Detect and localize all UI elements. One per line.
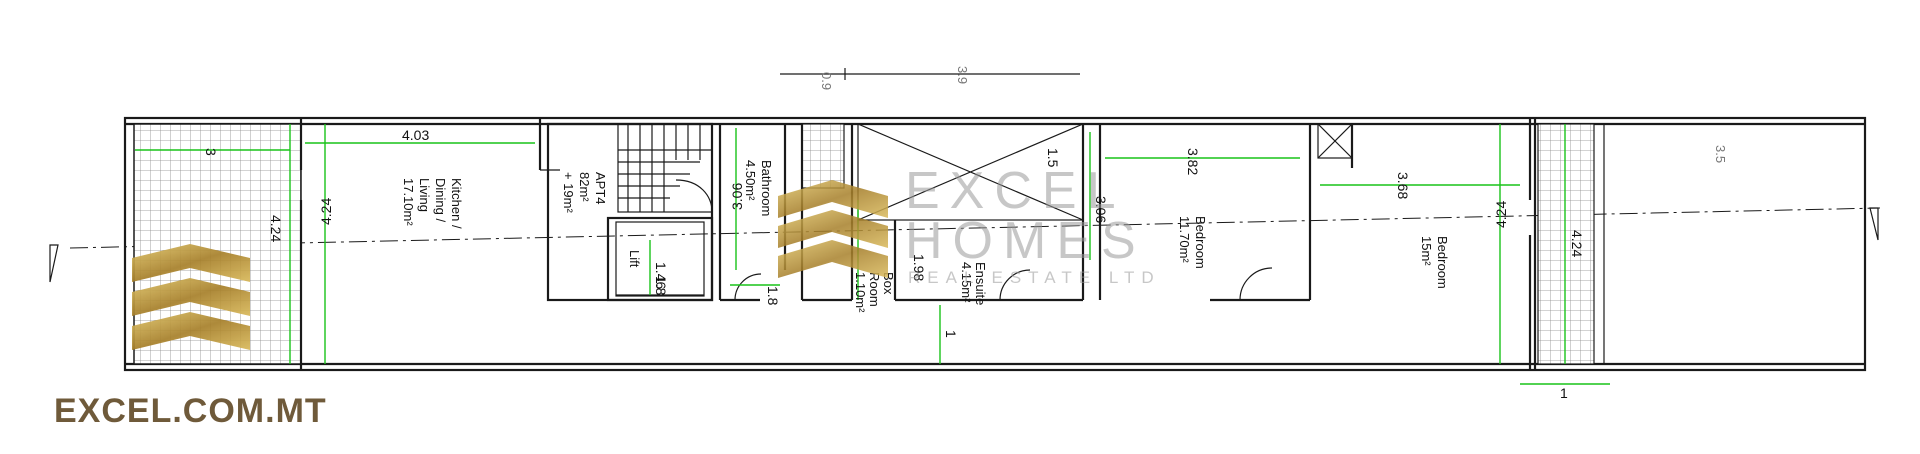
top-dim-1: 0.9 <box>819 72 834 90</box>
dim-bath-height: 3.06 <box>729 183 745 210</box>
label-kitchen-area: 17.10m² <box>401 178 416 226</box>
label-box-3: 1.10m² <box>853 272 868 313</box>
dim-lift-a: 1.46 <box>653 262 669 289</box>
label-box-1: Box <box>881 272 896 295</box>
label-bedroom2-1: Bedroom <box>1435 236 1450 289</box>
label-bedroom1-1: Bedroom <box>1193 216 1208 269</box>
dim-bath-bottom: 1.8 <box>765 286 781 306</box>
dim-bed2-width: 3.68 <box>1395 172 1411 199</box>
room-labels: Kitchen / Dining / Living 17.10m² APT4 8… <box>401 160 1450 313</box>
watermark: EXCEL HOMES REAL ESTATE LTD <box>905 162 1161 287</box>
dimension-labels: 3 4.24 4.03 4.24 1.46 1.8 3.06 1.8 1.5 3… <box>203 127 1728 401</box>
label-bedroom2-2: 15m² <box>1419 236 1434 266</box>
dim-terrace-left-height: 4.24 <box>268 215 284 242</box>
dim-bed1-width: 3.82 <box>1185 148 1201 175</box>
dim-ensuite-c: 1.98 <box>911 254 927 281</box>
dim-balcony-width: 3.5 <box>1713 145 1728 163</box>
dim-kitchen-height: 4.24 <box>318 198 334 225</box>
section-axis <box>69 207 1881 249</box>
label-bedroom1-2: 11.70m² <box>1177 216 1192 263</box>
website-label: EXCEL.COM.MT <box>54 392 327 430</box>
watermark-line-2: HOMES <box>905 212 1146 270</box>
label-kitchen-3: Living <box>417 178 432 212</box>
dim-right-small: 1 <box>1560 385 1568 401</box>
label-apt-1: APT4 <box>593 172 608 205</box>
label-kitchen-1: Kitchen / <box>449 178 464 229</box>
watermark-line-3: REAL ESTATE LTD <box>908 268 1161 287</box>
label-apt-3: + 19m² <box>561 172 576 213</box>
label-ensuite-1: Ensuite <box>973 262 988 305</box>
label-bathroom-1: Bathroom <box>759 160 774 216</box>
terrace-right <box>1533 118 1605 370</box>
label-ensuite-2: 4.15m² <box>959 262 974 303</box>
label-bathroom-2: 4.50m² <box>743 160 758 201</box>
dimension-lines <box>135 124 1610 385</box>
room-kitchen <box>538 118 560 171</box>
room-bedroom-2 <box>1317 118 1532 370</box>
dim-ensuite-b: 3.06 <box>1093 196 1109 223</box>
dim-ensuite-a: 1.5 <box>1045 148 1061 168</box>
lift-shaft <box>606 216 714 302</box>
label-kitchen-2: Dining / <box>433 178 448 222</box>
section-marker-right <box>1869 207 1879 241</box>
gold-chevron-logo-left <box>132 244 250 350</box>
dim-kitchen-width: 4.03 <box>402 127 429 143</box>
top-dimension-strip: 0.9 3.9 <box>780 66 1080 90</box>
gold-chevron-logo-center <box>778 180 888 278</box>
top-dim-2: 3.9 <box>955 66 970 84</box>
label-lift: Lift <box>627 250 642 268</box>
label-box-2: Room <box>867 272 882 307</box>
section-marker-left <box>49 244 59 283</box>
dim-terrace-left-width: 3 <box>203 148 219 156</box>
dim-bed2-height: 4.24 <box>1493 201 1509 228</box>
room-bedroom-1 <box>1098 124 1312 302</box>
room-bathroom <box>718 124 787 302</box>
room-box-ensuite <box>800 123 1085 302</box>
dim-lift-b: 1.8 <box>653 276 669 296</box>
label-apt-2: 82m² <box>577 172 592 202</box>
watermark-line-1: EXCEL <box>905 162 1126 220</box>
dim-terrace-right-height: 4.24 <box>1569 230 1585 257</box>
dim-corridor: 1 <box>943 330 959 338</box>
